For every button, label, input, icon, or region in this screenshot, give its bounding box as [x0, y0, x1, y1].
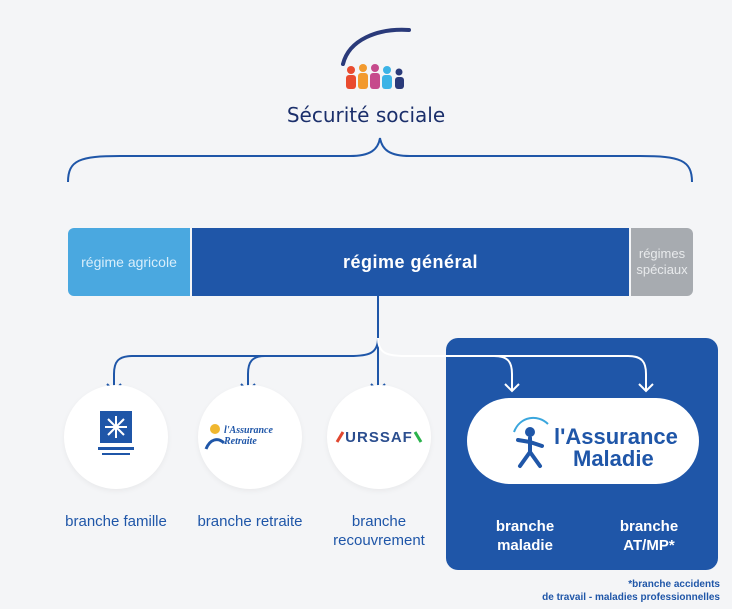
- retraite-logo-text: l'Assurance Retraite: [224, 425, 273, 447]
- regimes-speciaux: régimes spéciaux: [631, 228, 693, 296]
- page-title: Sécurité sociale: [286, 103, 446, 127]
- assurance-retraite-logo: l'Assurance Retraite: [202, 417, 298, 457]
- arrow-atmp-head: [638, 383, 654, 393]
- branch-label-famille: branche famille: [65, 513, 167, 530]
- branch-label-maladie: branche maladie: [495, 518, 555, 554]
- caf-circle: [64, 385, 168, 489]
- curly-brace: [67, 137, 693, 183]
- urssaf-logo: URSSAF: [335, 429, 423, 446]
- assurance-maladie-pill: [467, 398, 699, 484]
- branch-label-atmp: branche AT/MP*: [619, 518, 679, 554]
- urssaf-left-mark: [335, 431, 345, 443]
- regime-general: régime général: [192, 228, 629, 296]
- regime-agricole: régime agricole: [68, 228, 190, 296]
- footnote-line-1: *branche accidents: [628, 579, 720, 590]
- maladie-logo-text-1: l'Assurance: [554, 424, 678, 449]
- retraite-swoosh-icon: [204, 424, 226, 450]
- branch-label-retraite: branche retraite: [197, 513, 303, 530]
- arc-swoosh-icon: [341, 27, 411, 66]
- caf-logo: [98, 411, 134, 455]
- footnote-line-2: de travail - maladies professionnelles: [542, 592, 720, 603]
- urssaf-circle: URSSAF: [327, 385, 431, 489]
- branch-label-recouvrement: branche recouvrement: [333, 513, 425, 549]
- urssaf-logo-text: URSSAF: [345, 428, 413, 446]
- urssaf-right-mark: [413, 431, 423, 443]
- maladie-logo-text-2: Maladie: [573, 446, 654, 471]
- maladie-figure-icon: [513, 416, 549, 468]
- retraite-circle: l'Assurance Retraite: [198, 385, 302, 489]
- securite-sociale-logo: [341, 27, 411, 89]
- people-group-icon: [346, 64, 404, 89]
- arrow-maladie-head: [504, 383, 520, 393]
